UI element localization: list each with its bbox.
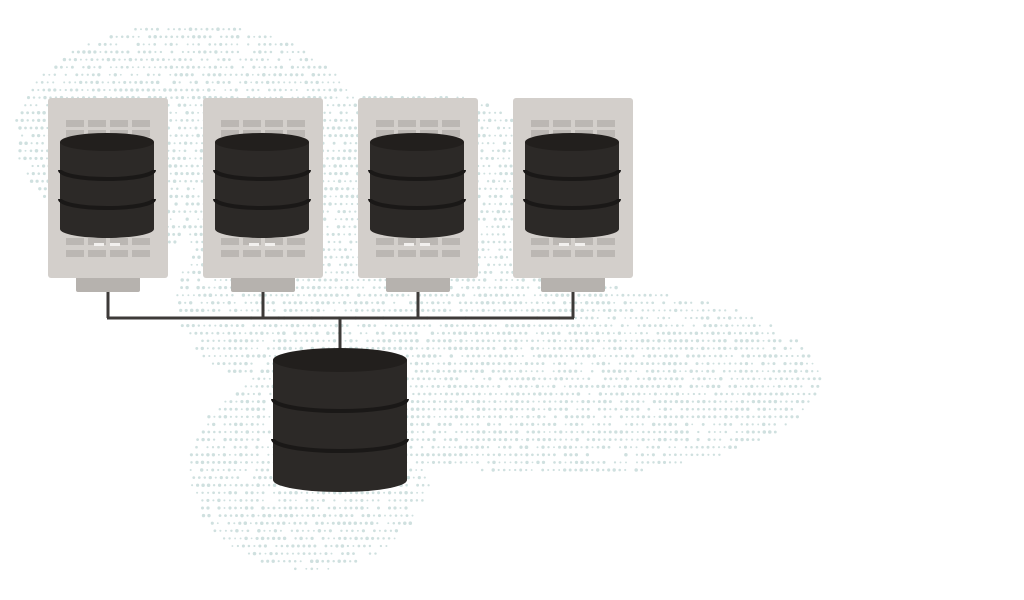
vent-slot <box>531 250 549 257</box>
database-server-icon <box>513 98 633 292</box>
vent-slot <box>265 238 283 245</box>
status-light <box>559 243 569 246</box>
database-icon <box>271 348 409 492</box>
database-server-icon <box>358 98 478 292</box>
vent-slot <box>243 120 261 127</box>
cylinder-body <box>273 360 407 492</box>
nodes <box>48 98 633 492</box>
connector-lines <box>106 290 575 352</box>
vent-slot <box>88 250 106 257</box>
vent-slot <box>597 120 615 127</box>
vent-slot <box>66 250 84 257</box>
vent-slot <box>88 120 106 127</box>
vent-slot <box>132 120 150 127</box>
vent-slot <box>442 250 460 257</box>
vent-slot <box>398 238 416 245</box>
vent-slot <box>132 238 150 245</box>
server-stand <box>541 276 605 292</box>
vent-slot <box>420 250 438 257</box>
database-server-icon <box>203 98 323 292</box>
vent-slot <box>287 120 305 127</box>
cylinder-top <box>273 348 407 372</box>
cylinder-top <box>370 133 464 151</box>
vent-slot <box>66 120 84 127</box>
vent-slot <box>575 250 593 257</box>
vent-slot <box>575 238 593 245</box>
cylinder-seam <box>213 198 311 210</box>
vent-slot <box>132 130 150 137</box>
vent-slot <box>597 250 615 257</box>
cylinder-body <box>525 142 619 238</box>
server-stand <box>76 276 140 292</box>
cylinder-seam <box>368 198 466 210</box>
status-light <box>249 243 259 246</box>
vent-slot <box>553 120 571 127</box>
vent-slot <box>221 250 239 257</box>
cylinder-seam <box>523 198 621 210</box>
status-light <box>110 243 120 246</box>
vent-slot <box>287 250 305 257</box>
vent-slot <box>132 250 150 257</box>
vent-slot <box>376 120 394 127</box>
vent-slot <box>88 238 106 245</box>
vent-slot <box>221 238 239 245</box>
vent-slot <box>265 120 283 127</box>
cylinder-seam <box>523 169 621 181</box>
vent-slot <box>398 120 416 127</box>
vent-slot <box>553 238 571 245</box>
server-stand <box>231 276 295 292</box>
vent-slot <box>531 238 549 245</box>
vent-slot <box>531 130 549 137</box>
vent-slot <box>575 120 593 127</box>
cylinder-seam <box>271 438 409 453</box>
vent-slot <box>287 238 305 245</box>
vent-slot <box>376 130 394 137</box>
vent-slot <box>243 238 261 245</box>
status-light <box>420 243 430 246</box>
vent-slot <box>265 250 283 257</box>
vent-slot <box>376 250 394 257</box>
vent-slot <box>420 120 438 127</box>
vent-slot <box>442 130 460 137</box>
server-stand <box>386 276 450 292</box>
cylinder-seam <box>58 198 156 210</box>
vent-slot <box>597 238 615 245</box>
vent-slot <box>287 130 305 137</box>
cylinder-top <box>215 133 309 151</box>
vent-slot <box>66 238 84 245</box>
vent-slot <box>221 120 239 127</box>
database-server-icon <box>48 98 168 292</box>
vent-slot <box>376 238 394 245</box>
vent-slot <box>420 238 438 245</box>
cylinder-body <box>60 142 154 238</box>
vent-slot <box>110 238 128 245</box>
cylinder-top <box>60 133 154 151</box>
vent-slot <box>553 250 571 257</box>
status-light <box>265 243 275 246</box>
status-light <box>404 243 414 246</box>
status-light <box>94 243 104 246</box>
vent-slot <box>66 130 84 137</box>
cylinder-top <box>525 133 619 151</box>
vent-slot <box>398 250 416 257</box>
cylinder-seam <box>213 169 311 181</box>
vent-slot <box>243 250 261 257</box>
vent-slot <box>531 120 549 127</box>
cylinder-seam <box>271 398 409 413</box>
vent-slot <box>597 130 615 137</box>
cylinder-body <box>370 142 464 238</box>
vent-slot <box>442 120 460 127</box>
vent-slot <box>221 130 239 137</box>
cylinder-body <box>215 142 309 238</box>
cylinder-seam <box>368 169 466 181</box>
vent-slot <box>110 250 128 257</box>
cylinder-seam <box>58 169 156 181</box>
status-light <box>575 243 585 246</box>
vent-slot <box>442 238 460 245</box>
vent-slot <box>110 120 128 127</box>
